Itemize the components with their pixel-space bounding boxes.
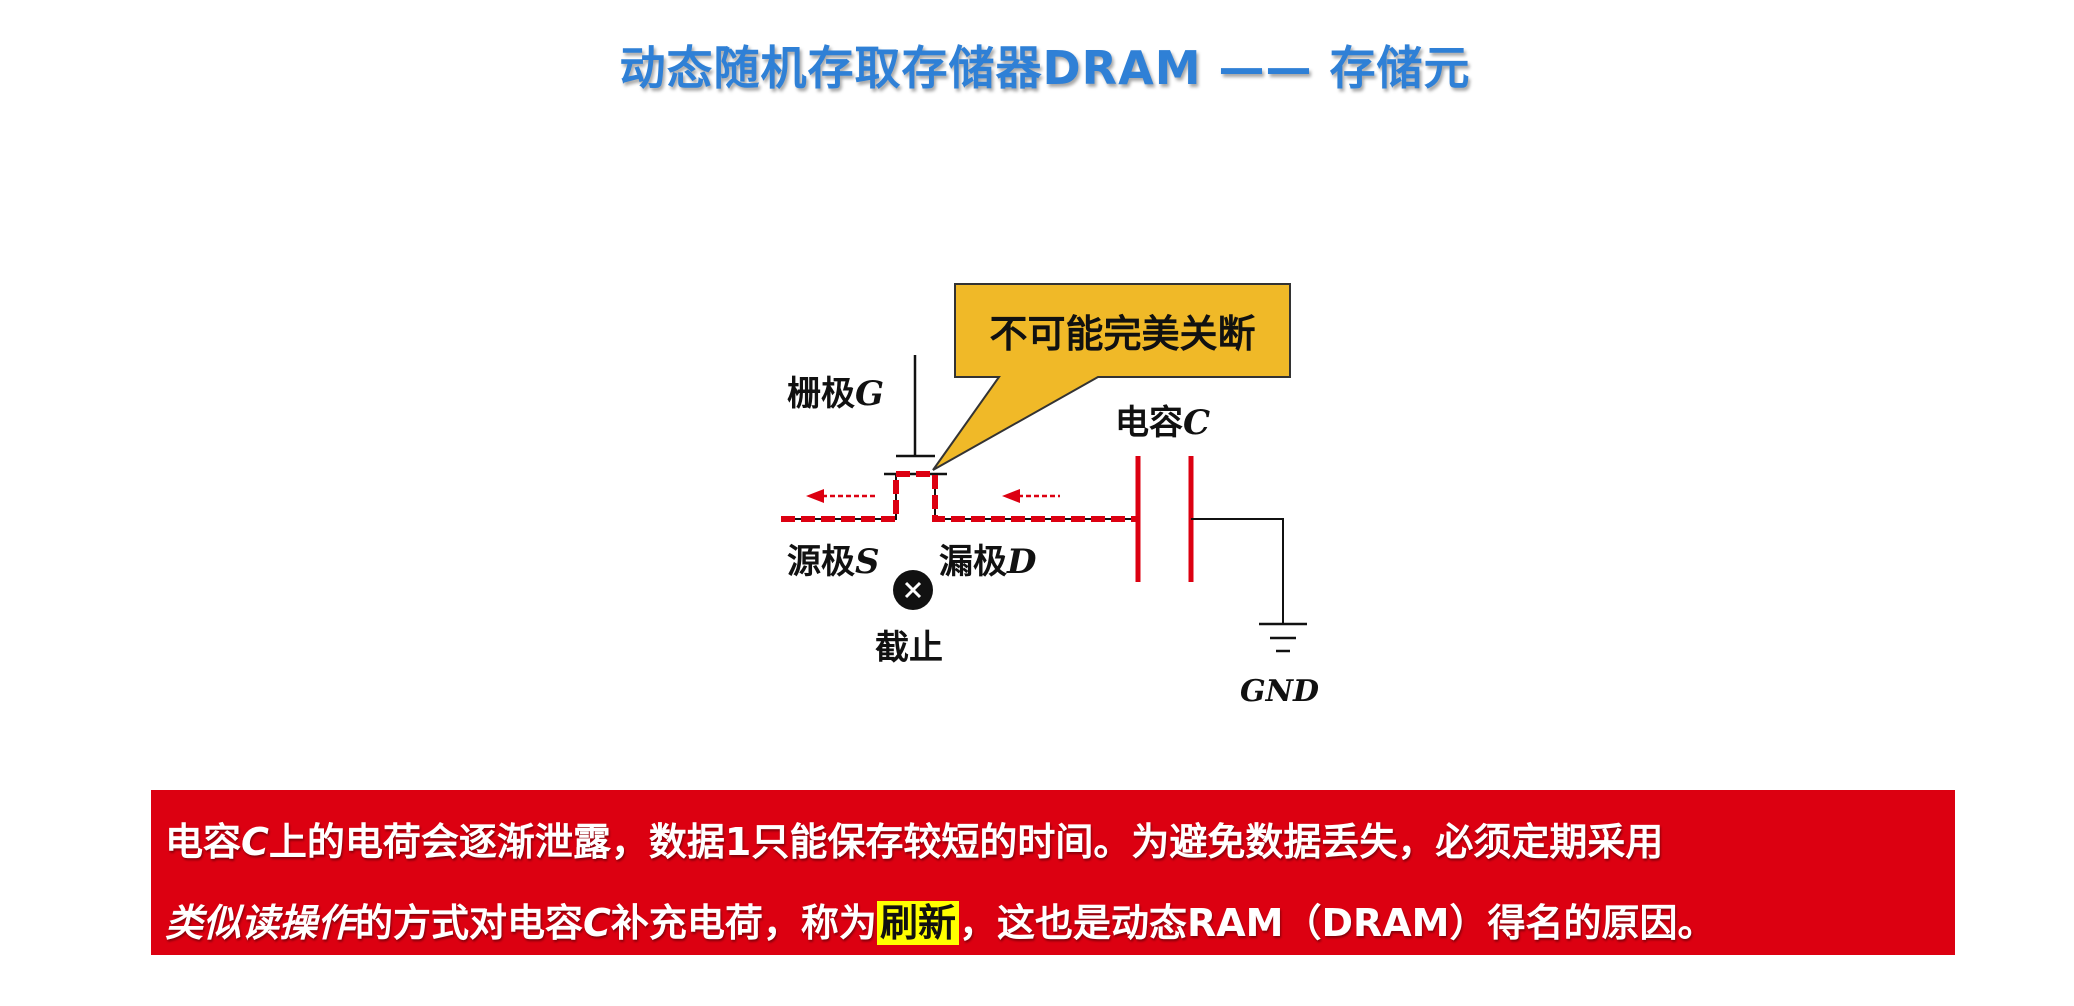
cutoff-label: 截止	[875, 628, 943, 668]
drain-label: 漏极D	[939, 542, 1037, 582]
callout-text: 不可能完美关断	[989, 312, 1256, 356]
callout-bubble	[932, 283, 1291, 471]
leak-arrow-left	[806, 489, 876, 503]
ground-label: GND	[1240, 674, 1320, 709]
gate-label: 栅极G	[787, 374, 885, 414]
note-line-2: 类似读操作的方式对电容C补充电荷，称为刷新，这也是动态RAM（DRAM）得名的原…	[165, 901, 1716, 945]
leak-arrow-right	[1002, 489, 1060, 503]
highlight-refresh: 刷新	[876, 901, 959, 945]
source-label: 源极S	[787, 542, 880, 582]
capacitor-label: 电容C	[1115, 403, 1211, 443]
note-line-1: 电容C上的电荷会逐渐泄露，数据1只能保存较短的时间。为避免数据丢失，必须定期采用	[165, 820, 1664, 864]
note-banner: 电容C上的电荷会逐渐泄露，数据1只能保存较短的时间。为避免数据丢失，必须定期采用…	[151, 790, 1955, 955]
page-title: 动态随机存取存储器DRAM —— 存储元	[619, 41, 1471, 95]
ground-wire	[1191, 518, 1284, 624]
transistor-wire	[781, 473, 1138, 520]
ground-icon	[1259, 622, 1307, 653]
x-circle-icon	[893, 570, 933, 610]
